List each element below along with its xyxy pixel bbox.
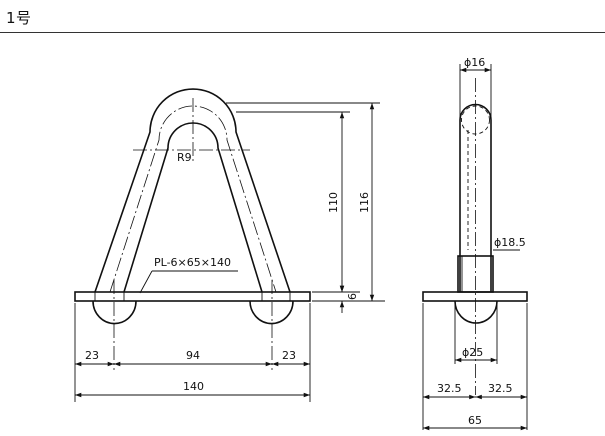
base-plate — [74, 291, 311, 302]
dim-side-total-label: 65 — [468, 414, 482, 427]
right-weld-bead — [249, 300, 294, 325]
drawing-title: 1号 — [6, 9, 32, 27]
dim-center-label: 94 — [186, 349, 200, 362]
side-view: ϕ16 ϕ18.5 ϕ25 32.5 32.5 6 — [422, 56, 528, 431]
plate-label: PL-6×65×140 — [154, 256, 231, 269]
dim-height-outer-label: 116 — [358, 192, 371, 213]
dim-right-label: 23 — [282, 349, 296, 362]
dim-half-left-label: 32.5 — [437, 382, 462, 395]
dim-top-diameter-label: ϕ16 — [464, 56, 485, 69]
dim-plate-thickness-label: 6 — [346, 293, 359, 300]
dim-height-inner-label: 110 — [327, 192, 340, 213]
ubolt-bar-centerline — [109, 105, 277, 293]
side-base-plate — [422, 291, 528, 302]
plate-label-leader — [139, 270, 153, 294]
front-view: R9 PL-6×65×140 23 94 23 140 — [74, 88, 385, 402]
side-weld-bead — [454, 300, 498, 324]
radius-label: R9 — [177, 151, 192, 164]
ubolt-outer-edge — [94, 88, 291, 293]
dim-half-right-label: 32.5 — [488, 382, 513, 395]
dim-bottom-diameter-label: ϕ25 — [462, 346, 483, 359]
dim-total-label: 140 — [183, 380, 204, 393]
drawing-header: 1号 — [0, 0, 605, 33]
dim-sleeve-diameter-label: ϕ18.5 — [494, 236, 526, 249]
left-weld-bead — [92, 300, 137, 325]
dim-left-label: 23 — [85, 349, 99, 362]
